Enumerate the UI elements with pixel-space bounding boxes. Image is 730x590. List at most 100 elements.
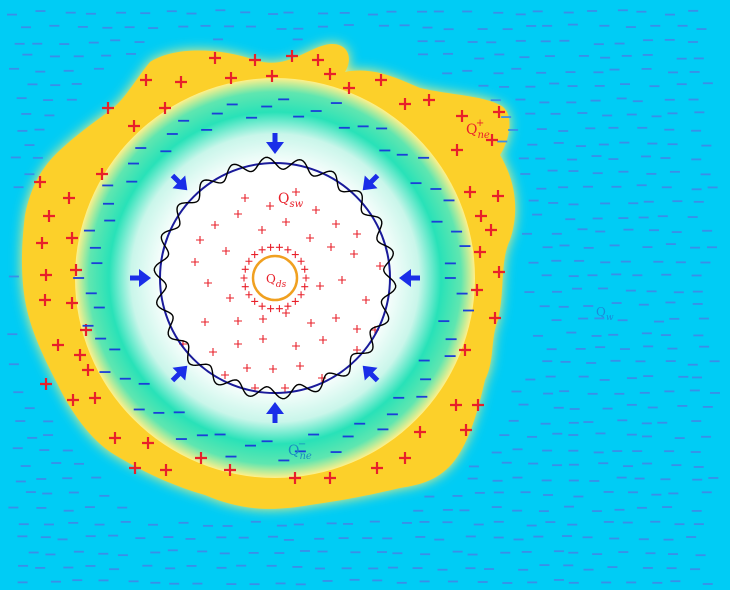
plus-icon xyxy=(74,349,86,361)
plus-icon xyxy=(376,262,384,270)
plus-icon xyxy=(129,462,141,474)
arrow-icon xyxy=(170,365,188,383)
plus-icon xyxy=(226,294,234,302)
arrow-icon xyxy=(362,173,380,191)
plus-icon xyxy=(343,82,355,94)
plus-icon xyxy=(234,210,242,218)
plus-icon xyxy=(353,325,361,333)
plus-icon xyxy=(36,237,48,249)
plus-icon xyxy=(40,378,52,390)
q-ne-plus-sub: ne xyxy=(477,130,489,141)
plus-icon xyxy=(282,309,290,317)
q-ds-sub: ds xyxy=(276,280,287,290)
q-w-sub: w xyxy=(606,313,614,323)
plus-icon xyxy=(225,72,237,84)
plus-icon xyxy=(399,98,411,110)
water-minus-charges xyxy=(7,9,720,586)
plus-icon xyxy=(493,266,505,278)
plus-icon xyxy=(371,462,383,474)
plus-icon xyxy=(296,362,304,370)
plus-icon xyxy=(332,314,340,322)
plus-icon xyxy=(324,68,336,80)
q-ne-minus-base: Q xyxy=(288,443,299,459)
plus-icon xyxy=(474,246,486,258)
plus-icon xyxy=(486,134,498,146)
plus-icon xyxy=(245,291,253,299)
plus-icon xyxy=(96,168,108,180)
plus-icon xyxy=(40,269,52,281)
plus-icon xyxy=(319,336,327,344)
plus-icon xyxy=(89,392,101,404)
plus-icon xyxy=(82,364,94,376)
plus-icon xyxy=(241,194,249,202)
plus-icon xyxy=(201,318,209,326)
plus-icon xyxy=(258,246,266,254)
plus-icon xyxy=(175,76,187,88)
plus-icon xyxy=(489,312,501,324)
plus-icon xyxy=(316,282,324,290)
shell-plus-charges xyxy=(34,50,505,484)
plus-icon xyxy=(259,315,267,323)
plus-icon xyxy=(414,426,426,438)
plus-icon xyxy=(456,110,468,122)
plus-icon xyxy=(109,432,121,444)
plus-icon xyxy=(258,226,266,234)
plus-icon xyxy=(471,284,483,296)
plus-icon xyxy=(258,302,266,310)
plus-icon xyxy=(128,120,140,132)
plus-icon xyxy=(241,265,249,273)
plus-icon xyxy=(306,234,314,242)
arrow-icon xyxy=(170,173,188,191)
plus-icon xyxy=(43,210,55,222)
plus-icon xyxy=(301,265,309,273)
plus-icon xyxy=(251,251,259,259)
plus-icon xyxy=(221,371,229,379)
plus-icon xyxy=(324,472,336,484)
plus-icon xyxy=(399,452,411,464)
arrow-icon xyxy=(266,402,284,423)
plus-icon xyxy=(281,384,289,392)
plus-icon xyxy=(375,74,387,86)
plus-icon xyxy=(34,176,46,188)
plus-icon xyxy=(338,276,346,284)
arrow-icon xyxy=(266,133,284,154)
plus-icon xyxy=(292,188,300,196)
plus-icon xyxy=(275,305,283,313)
plus-icon xyxy=(66,297,78,309)
plus-icon xyxy=(332,220,340,228)
plus-icon xyxy=(485,224,497,236)
ring-minus-charges xyxy=(73,98,475,462)
q-ne-minus-sup: − xyxy=(298,439,306,450)
plus-icon xyxy=(284,246,292,254)
compression-arrows xyxy=(130,133,420,423)
q-ne-plus-label: Qne+ xyxy=(466,118,490,141)
plus-icon xyxy=(307,319,315,327)
arrow-icon xyxy=(362,365,380,383)
plus-icon xyxy=(243,364,251,372)
plus-icon xyxy=(450,399,462,411)
q-sw-base: Q xyxy=(278,191,289,207)
plus-icon xyxy=(492,190,504,202)
plus-icon xyxy=(266,202,274,210)
plus-icon xyxy=(353,346,361,354)
plus-icon xyxy=(251,297,259,305)
q-ds-base: Q xyxy=(266,272,276,286)
plus-icon xyxy=(240,274,248,282)
plus-icon xyxy=(275,243,283,251)
arrow-icon xyxy=(130,269,151,287)
plus-icon xyxy=(267,243,275,251)
plus-icon xyxy=(245,257,253,265)
q-sw-label: Qsw xyxy=(278,191,304,210)
plus-icon xyxy=(291,251,299,259)
ds-circle xyxy=(251,254,299,302)
plus-icon xyxy=(302,274,310,282)
plus-icon xyxy=(459,344,471,356)
q-ne-plus-sup: + xyxy=(476,118,484,129)
q-w-label: Qw xyxy=(596,305,614,323)
plus-icon xyxy=(297,257,305,265)
plus-icon xyxy=(204,279,212,287)
plus-icon xyxy=(249,54,261,66)
plus-icon xyxy=(284,302,292,310)
plus-icon xyxy=(211,221,219,229)
